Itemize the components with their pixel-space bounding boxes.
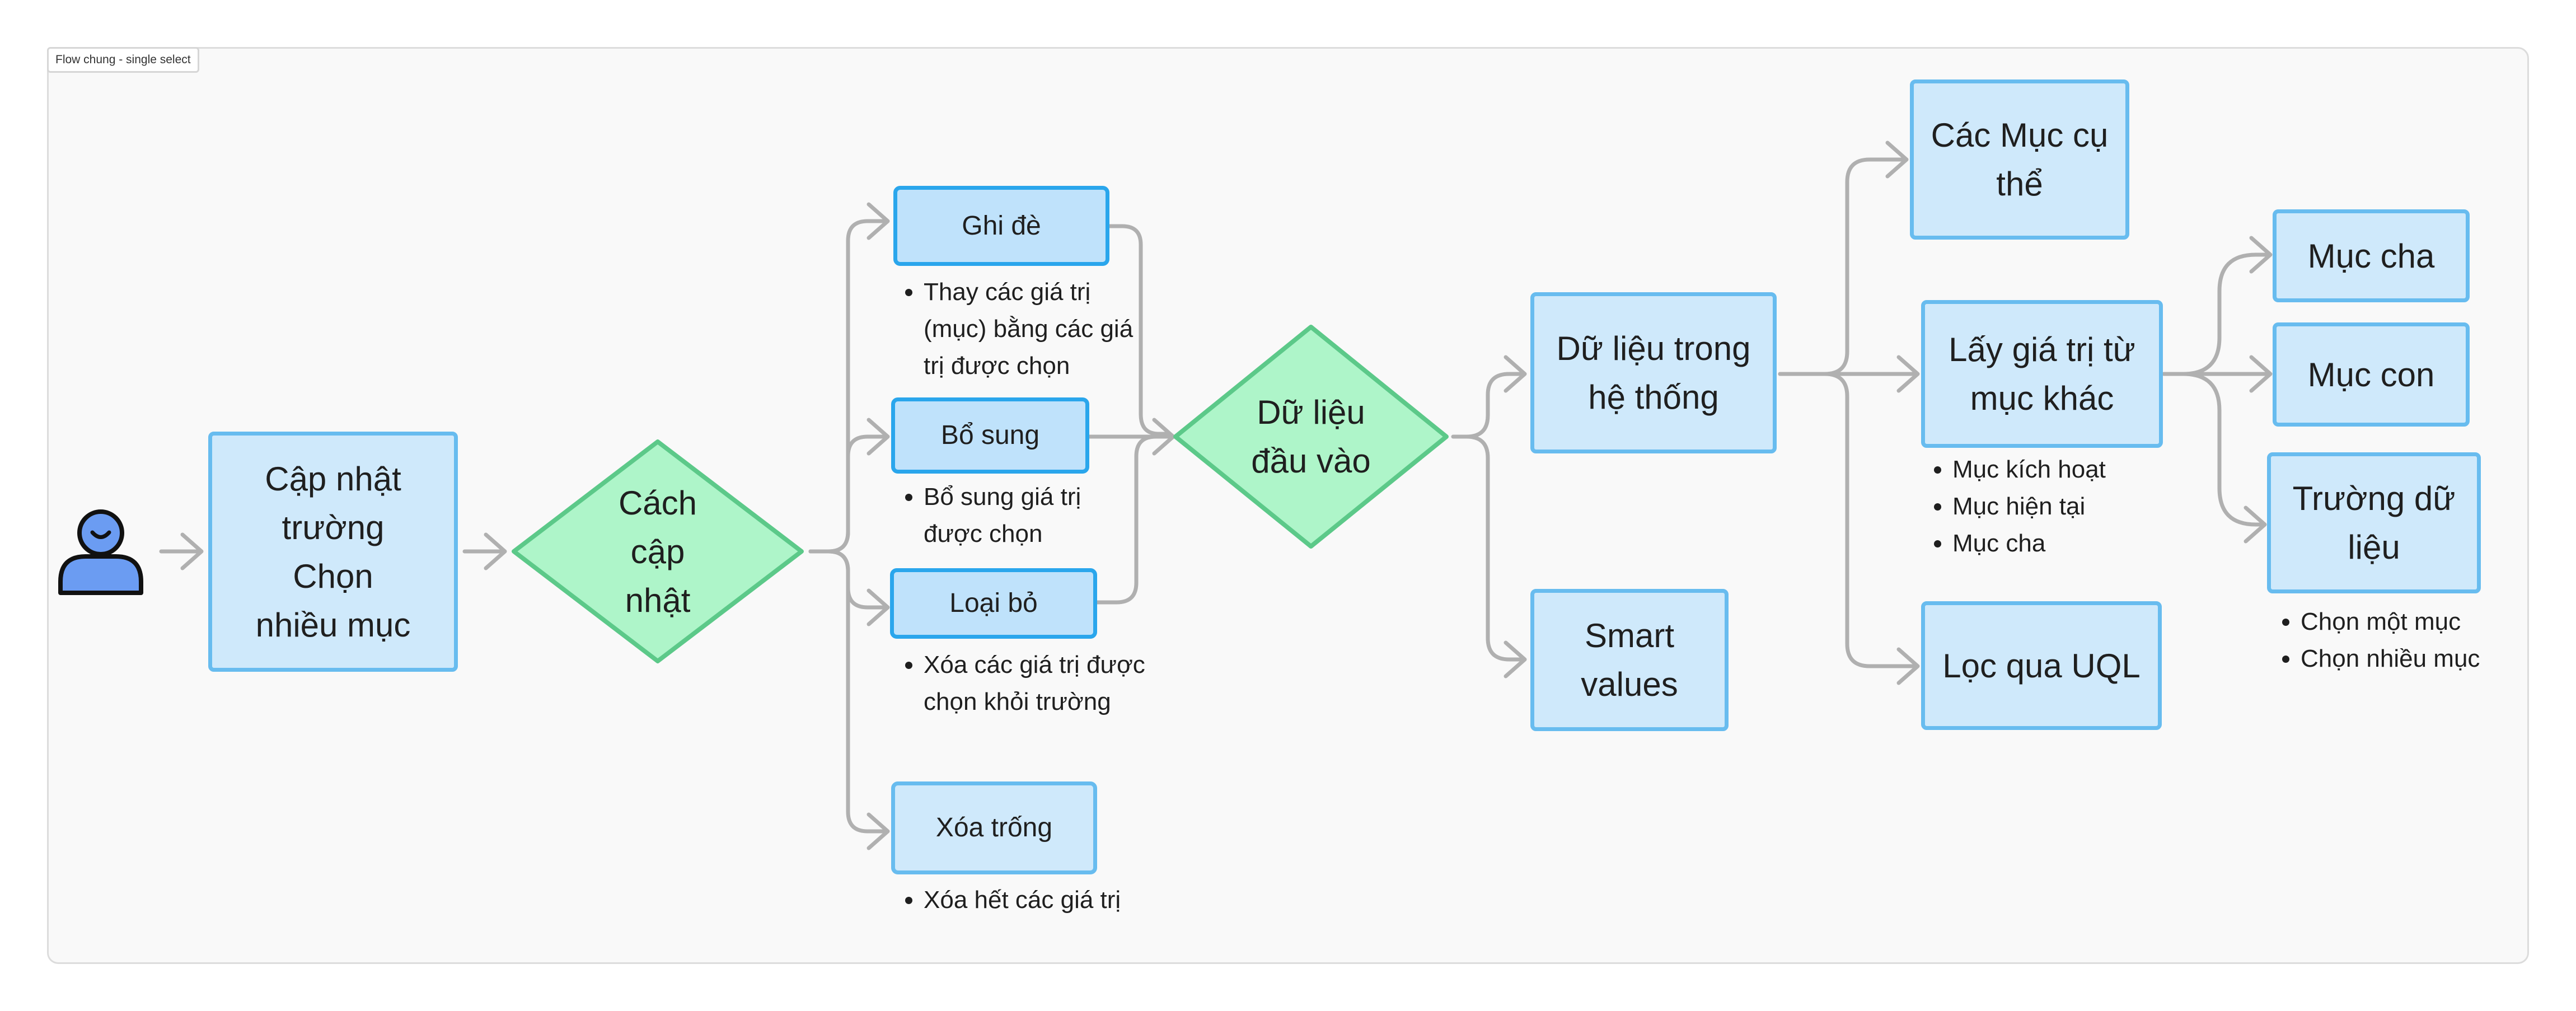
uql-filter-node[interactable]: Lọc qua UQL — [1921, 601, 2162, 730]
note-item: Chọn một mục — [2301, 603, 2547, 640]
method-decision-label: Cách cập nhật — [618, 484, 697, 619]
note-item: Mục kích hoạt — [1952, 451, 2188, 488]
parent-item-node[interactable]: Mục cha — [2273, 209, 2470, 302]
method-decision[interactable]: Cách cập nhật — [510, 438, 805, 664]
parent-item-label: Mục cha — [2307, 237, 2435, 275]
remove-option-label: Loại bỏ — [949, 588, 1038, 619]
append-notes: Bổ sung giá trị được chọn — [896, 479, 1114, 553]
note-item: Mục cha — [1952, 525, 2188, 562]
overwrite-option-label: Ghi đè — [962, 210, 1041, 241]
clear-option-label: Xóa trống — [935, 813, 1053, 843]
child-item-label: Mục con — [2307, 355, 2435, 394]
data-field-label: Trường dữ liệu — [2292, 480, 2456, 566]
edge-remove-input — [1095, 434, 1172, 605]
smart-values-label: Smart values — [1581, 617, 1678, 703]
decision-shape — [512, 439, 804, 663]
note-item: Mục hiện tại — [1952, 488, 2188, 525]
other-item-notes: Mục kích hoạt Mục hiện tại Mục cha — [1924, 451, 2188, 562]
edge-input-smart — [1464, 434, 1524, 662]
frame-label[interactable]: Flow chung - single select — [47, 47, 199, 73]
edge-method-clear — [826, 549, 887, 834]
other-item-node[interactable]: Lấy giá trị từ mục khác — [1921, 300, 2163, 448]
system-data-node[interactable]: Dữ liệu trong hệ thống — [1530, 292, 1777, 453]
input-decision[interactable]: Dữ liệu đầu vào — [1172, 324, 1450, 550]
system-data-label: Dữ liệu trong hệ thống — [1556, 330, 1751, 416]
note-item: Chọn nhiều mục — [2301, 640, 2547, 677]
smart-values-node[interactable]: Smart values — [1530, 589, 1729, 731]
edge-overwrite-input — [1107, 224, 1172, 436]
edge-method-append — [808, 434, 887, 554]
start-node-label: Cập nhật trường Chọn nhiều mục — [255, 460, 411, 644]
user-actor-icon — [58, 509, 143, 595]
clear-notes: Xóa hết các giá trị — [896, 882, 1136, 919]
remove-option[interactable]: Loại bỏ — [890, 568, 1097, 639]
edge-other-field — [2181, 372, 2264, 527]
overwrite-option[interactable]: Ghi đè — [893, 186, 1109, 266]
note-item: Bổ sung giá trị được chọn — [924, 479, 1114, 553]
note-item: Xóa các giá trị được chọn khỏi trường — [924, 647, 1148, 720]
start-node[interactable]: Cập nhật trường Chọn nhiều mục — [208, 432, 458, 672]
edge-other-parent — [2162, 252, 2269, 376]
append-option-label: Bổ sung — [940, 420, 1040, 451]
specific-items-node[interactable]: Các Mục cụ thể — [1910, 79, 2129, 240]
input-decision-label: Dữ liệu đầu vào — [1251, 394, 1371, 480]
remove-notes: Xóa các giá trị được chọn khỏi trường — [896, 647, 1148, 720]
data-field-notes: Chọn một mục Chọn nhiều mục — [2273, 603, 2547, 677]
other-item-label: Lấy giá trị từ mục khác — [1949, 331, 2135, 417]
edge-system-specific — [1778, 157, 1905, 376]
child-item-node[interactable]: Mục con — [2273, 322, 2470, 427]
append-option[interactable]: Bổ sung — [891, 397, 1089, 474]
note-item: Xóa hết các giá trị — [924, 882, 1136, 919]
overwrite-notes: Thay các giá trị (mục) bằng các giá trị … — [896, 274, 1159, 385]
clear-option[interactable]: Xóa trống — [891, 781, 1097, 874]
specific-items-label: Các Mục cụ thể — [1931, 116, 2109, 203]
edge-system-uql — [1823, 372, 1917, 668]
note-item: Thay các giá trị (mục) bằng các giá trị … — [924, 274, 1159, 385]
decision-shape — [1173, 325, 1449, 549]
edge-input-system — [1451, 372, 1524, 439]
uql-filter-label: Lọc qua UQL — [1942, 647, 2141, 685]
data-field-node[interactable]: Trường dữ liệu — [2267, 452, 2481, 593]
